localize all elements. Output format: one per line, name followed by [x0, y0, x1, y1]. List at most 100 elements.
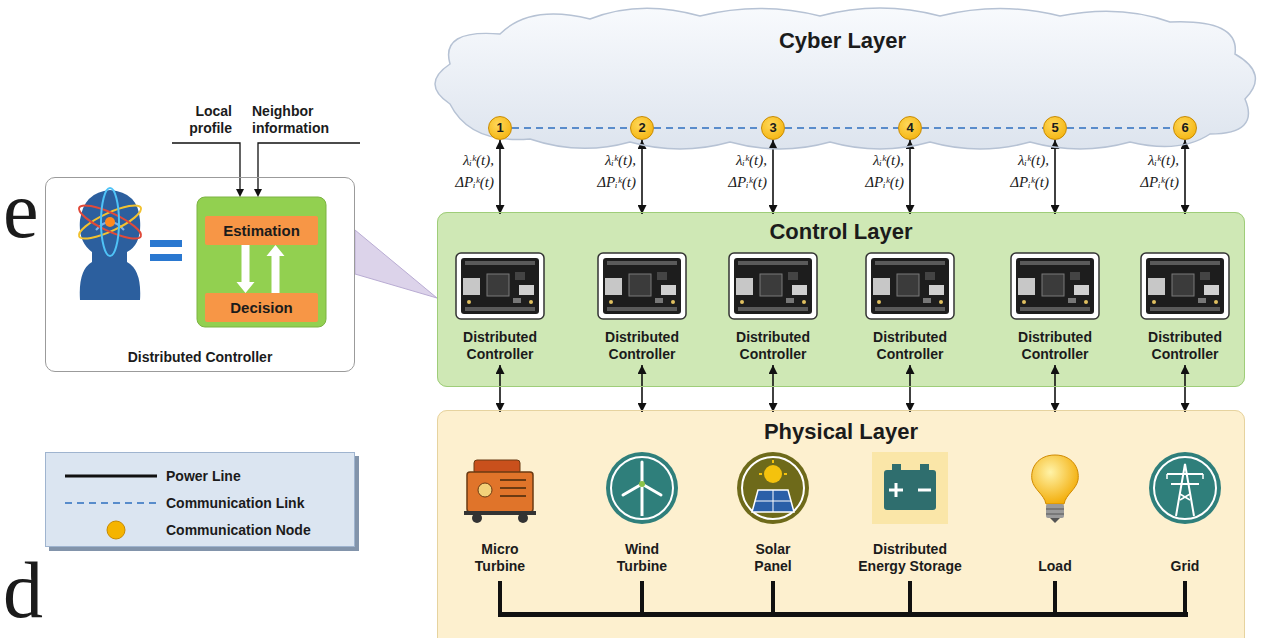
power-mismatch: ΔPᵢᵏ(t)	[981, 172, 1049, 192]
node-number: 3	[769, 120, 776, 136]
distributed-controller: Distributed Controller	[587, 214, 697, 365]
wind-turbine-icon-part	[611, 457, 673, 519]
grid-icon	[1149, 452, 1221, 524]
data-exchange-arrow	[772, 365, 774, 412]
data-exchange-arrow	[1184, 365, 1186, 412]
node-label: Distributed Controller	[1000, 329, 1110, 363]
data-exchange-arrow	[641, 365, 643, 412]
node-label: Estimation	[223, 222, 300, 240]
communication-node: 1	[488, 116, 512, 140]
node-label: Load	[1015, 558, 1095, 575]
node-label: Distributed Controller	[46, 349, 354, 366]
solar-panel-icon-part	[742, 457, 804, 519]
price-signal: λᵢᵏ(t),	[1111, 150, 1179, 170]
node-number: 4	[906, 120, 913, 136]
power-bus-part	[640, 581, 644, 614]
communication-node: 4	[898, 116, 922, 140]
solar-panel-icon-part	[772, 460, 774, 463]
grid-icon-part	[1171, 483, 1199, 485]
controller-board-part	[456, 253, 544, 319]
power-line-sample	[65, 475, 157, 478]
micro-turbine-icon-part	[467, 472, 533, 512]
battery-icon-part	[918, 489, 931, 492]
power-bus-part	[1183, 581, 1187, 614]
solar-panel-icon-part	[759, 473, 762, 475]
estimation-box: Estimation	[205, 216, 318, 245]
battery-icon-part	[892, 464, 901, 470]
power-bus-part	[498, 581, 502, 614]
communication-link	[922, 127, 1043, 129]
node-label: Grid	[1145, 558, 1225, 575]
solar-panel-icon-part	[784, 473, 787, 475]
power-mismatch: ΔPᵢᵏ(t)	[699, 172, 767, 192]
solar-panel-icon-part	[755, 501, 791, 502]
label-slot: ΔPᵢᵏ(t)	[426, 172, 494, 192]
data-exchange-arrow	[641, 140, 643, 214]
solar-panel-icon-part	[764, 465, 782, 483]
background-letter: d	[3, 550, 47, 630]
data-exchange-arrow	[1054, 140, 1056, 214]
brain-illustration-part	[101, 188, 119, 256]
physical-component: Load	[1015, 412, 1095, 577]
controller-board-part	[729, 253, 817, 319]
micro-turbine-icon-part	[472, 513, 482, 523]
label-slot: ΔPᵢᵏ(t)	[981, 172, 1049, 192]
node-label: Distributed Controller	[587, 329, 697, 363]
communication-node: 3	[761, 116, 785, 140]
solar-panel-icon-part	[752, 490, 794, 512]
power-bus-part	[1053, 581, 1057, 614]
grid-icon-part	[1202, 474, 1204, 479]
legend-row: Communication Link	[46, 493, 354, 513]
label-slot: ΔPᵢᵏ(t)	[1111, 172, 1179, 192]
physical-component: Grid	[1145, 412, 1225, 577]
input-leader-part	[236, 189, 244, 197]
light-bulb-icon-part	[1046, 508, 1064, 510]
input-label: Local profile	[166, 103, 232, 137]
brain-illustration-part	[75, 199, 144, 244]
light-bulb-icon	[1032, 455, 1079, 523]
label-slot: λᵢᵏ(t),	[981, 150, 1049, 170]
data-exchange-arrow	[499, 140, 501, 214]
flow-arrow	[267, 245, 285, 293]
wind-turbine-icon-part	[623, 484, 642, 495]
communication-link	[1067, 127, 1173, 129]
background-letter: e	[3, 170, 45, 250]
cyber-layer-cloud: Cyber Layer123456	[420, 4, 1265, 154]
price-signal: λᵢᵏ(t),	[426, 150, 494, 170]
power-bus-part	[498, 612, 1188, 617]
physical-component: Distributed Energy Storage	[848, 412, 972, 577]
legend-row: Communication Node	[46, 520, 354, 540]
grid-icon-part	[1180, 494, 1190, 500]
input-leader-part	[254, 189, 262, 197]
physical-layer: Physical LayerMicro TurbineWind TurbineS…	[437, 410, 1245, 638]
legend-text: Power Line	[166, 466, 354, 486]
light-bulb-icon-part	[1050, 518, 1060, 523]
brain-illustration	[75, 188, 144, 300]
micro-turbine-icon-part	[500, 479, 526, 481]
controller-board-part	[866, 253, 954, 319]
label-slot: λᵢᵏ(t),	[426, 150, 494, 170]
label-slot: d	[3, 550, 47, 630]
data-exchange-arrow	[499, 365, 501, 412]
equals-sign-part	[150, 254, 182, 261]
controller-inset: Distributed Controller EstimationDecision	[45, 177, 355, 372]
decision-box: Decision	[205, 293, 318, 322]
power-mismatch: ΔPᵢᵏ(t)	[1111, 172, 1179, 192]
node-number: 5	[1051, 120, 1058, 136]
grid-icon-part	[1154, 457, 1216, 519]
micro-turbine-icon-part	[478, 483, 492, 497]
data-exchange-arrow	[772, 140, 774, 214]
legend-text: Communication Link	[166, 493, 354, 513]
controller-board-part	[1141, 253, 1229, 319]
micro-turbine-icon-part	[500, 495, 526, 497]
distributed-controller: Distributed Controller	[445, 214, 555, 365]
physical-component: Wind Turbine	[604, 412, 680, 577]
label-slot: Local profile	[166, 103, 232, 137]
physical-component: Solar Panel	[738, 412, 808, 577]
node-label: Distributed Controller	[855, 329, 965, 363]
battery-icon-part	[895, 483, 898, 497]
wind-turbine-icon-part	[639, 481, 645, 487]
price-signal: λᵢᵏ(t),	[981, 150, 1049, 170]
input-leader-part	[172, 143, 240, 189]
communication-node: 6	[1173, 116, 1197, 140]
